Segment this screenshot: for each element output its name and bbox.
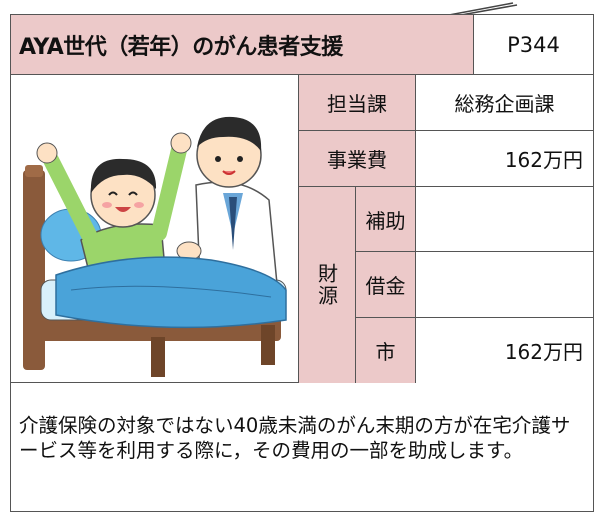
cost-value: 162万円 <box>416 131 593 187</box>
patient-doctor-illustration <box>11 75 299 383</box>
funding-loan-label: 借金 <box>356 252 416 318</box>
funding-loan-value <box>416 252 593 318</box>
project-title: AYA世代（若年）のがん患者支援 <box>11 15 474 75</box>
callout-arrow-icon <box>448 2 518 16</box>
funding-subsidy-value <box>416 187 593 252</box>
info-table: 担当課 総務企画課 事業費 162万円 財源 補助 借金 市 162万円 <box>299 75 593 383</box>
funding-city-label: 市 <box>356 318 416 383</box>
funding-city-value: 162万円 <box>504 340 583 364</box>
page-reference: P344 <box>474 15 593 75</box>
dept-label: 担当課 <box>299 75 416 131</box>
project-description: 介護保険の対象ではない40歳未満のがん末期の方が在宅介護サービス等を利用する際に… <box>19 414 571 462</box>
funding-subsidy-label: 補助 <box>356 187 416 252</box>
dept-value: 総務企画課 <box>416 75 593 131</box>
project-card: AYA世代（若年）のがん患者支援 P344 <box>10 14 594 512</box>
cost-label: 事業費 <box>299 131 416 187</box>
funding-label-text: 財源 <box>314 263 339 307</box>
patient-in-bed-icon <box>23 116 287 377</box>
funding-label: 財源 <box>299 187 356 383</box>
title-row: AYA世代（若年）のがん患者支援 P344 <box>11 15 593 75</box>
